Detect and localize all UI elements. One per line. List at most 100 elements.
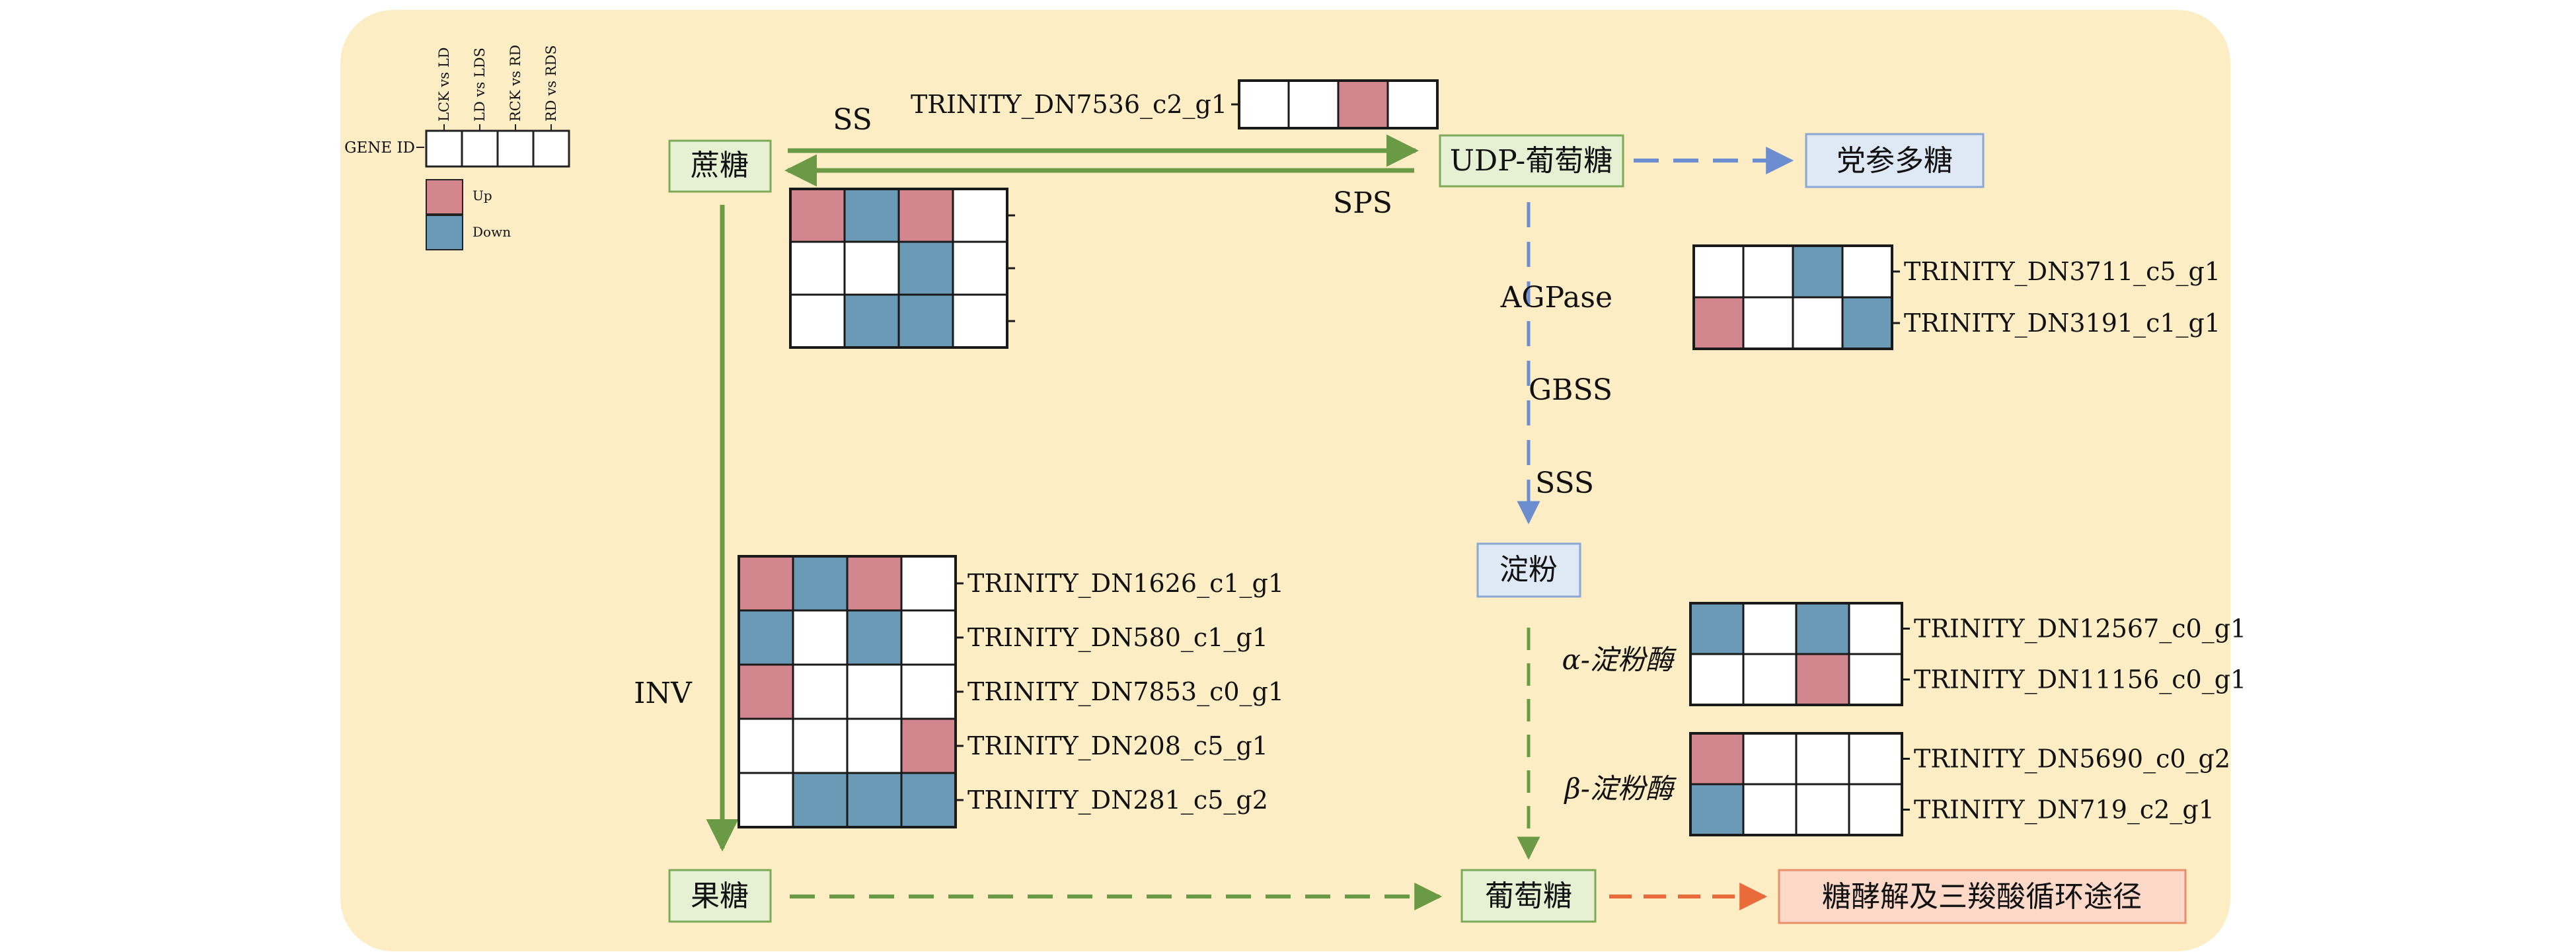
gene-id-label: TRINITY_DN208_c5_g1 bbox=[967, 731, 1268, 761]
enzyme-gbss: GBSS bbox=[1529, 373, 1612, 407]
heatmap-cell-down bbox=[1689, 602, 1745, 655]
heatmap-cell-down bbox=[897, 240, 954, 296]
heatmap-cell-none bbox=[1742, 653, 1798, 706]
heatmap-cell-down bbox=[1689, 783, 1745, 836]
legend-down-label: Down bbox=[473, 224, 511, 240]
heatmap-border bbox=[1689, 732, 1903, 836]
heatmap-cell-none bbox=[738, 772, 794, 828]
heatmap-cell-none bbox=[952, 240, 1008, 296]
gene-id-label: TRINITY_DN719_c2_g1 bbox=[1914, 795, 2215, 825]
gene-id-label: TRINITY_DN3711_c5_g1 bbox=[1904, 257, 2220, 287]
legend-column-labels: LCK vs LD LD vs LDS RCK vs RD RD vs RDS bbox=[436, 45, 559, 131]
gene-id-label: TRINITY_DN12567_c0_g1 bbox=[1914, 614, 2246, 644]
heatmap-cell-none bbox=[1287, 79, 1340, 129]
heatmap-cell-down bbox=[1792, 244, 1844, 299]
heatmap-cell-down bbox=[846, 772, 903, 828]
heatmap-alpha-amylase: TRINITY_DN12567_c0_g1TRINITY_DN11156_c0_… bbox=[1689, 602, 2246, 706]
heatmap-cell-none bbox=[792, 609, 849, 666]
heatmap-cell-down bbox=[843, 293, 900, 349]
heatmap-cell-none bbox=[1742, 296, 1794, 350]
heatmap-cell-down bbox=[1795, 602, 1850, 655]
heatmap-border bbox=[1689, 602, 1903, 706]
gene-id-label: TRINITY_DN11156_c0_g1 bbox=[1914, 665, 2246, 695]
legend-column-label: RD vs RDS bbox=[543, 45, 559, 122]
enzyme-beta-amylase: β-淀粉酶 bbox=[1564, 772, 1677, 805]
node-codonopsis-polysaccharide: 党参多糖 bbox=[1805, 133, 1985, 188]
gene-id-label: TRINITY_DN7853_c0_g1 bbox=[967, 677, 1284, 707]
node-sucrose: 蔗糖 bbox=[668, 139, 772, 193]
legend-up-label: Up bbox=[473, 188, 492, 203]
node-codonopsis-polysaccharide-label: 党参多糖 bbox=[1837, 144, 1953, 178]
node-udp-glucose: UDP-葡萄糖 bbox=[1439, 134, 1624, 188]
heatmap-cell-up bbox=[1337, 79, 1389, 129]
heatmap-border bbox=[789, 188, 1008, 349]
heatmap-cell-up bbox=[846, 555, 903, 612]
legend-column-label: LD vs LDS bbox=[472, 48, 488, 122]
heatmap-cell-none bbox=[1742, 732, 1798, 786]
heatmap-cell-up bbox=[1692, 296, 1745, 350]
gene-id-label: TRINITY_DN1626_c1_g1 bbox=[967, 569, 1284, 599]
heatmap-ss: TRINITY_DN7536_c2_g1 bbox=[911, 79, 1439, 129]
node-glycolysis-tca: 糖酵解及三羧酸循环途径 bbox=[1778, 869, 2187, 924]
enzyme-sss: SSS bbox=[1535, 466, 1594, 500]
heatmap-cell-none bbox=[1848, 783, 1903, 836]
heatmap-cell-down bbox=[792, 772, 849, 828]
heatmap-cell-none bbox=[1841, 244, 1893, 299]
legend-cell bbox=[425, 129, 463, 168]
heatmap-border bbox=[1692, 244, 1893, 350]
heatmap-cell-up bbox=[900, 717, 957, 774]
enzyme-sps: SPS bbox=[1333, 186, 1392, 220]
heatmap-cell-up bbox=[1689, 732, 1745, 786]
heatmap-cell-none bbox=[900, 609, 957, 666]
heatmap-cell-none bbox=[846, 717, 903, 774]
heatmap-inv: TRINITY_DN1626_c1_g1TRINITY_DN580_c1_g1T… bbox=[738, 555, 1284, 828]
node-glucose-label: 葡萄糖 bbox=[1485, 879, 1572, 913]
heatmap-cell-none bbox=[1795, 783, 1850, 836]
legend-gene-id-label: GENE ID bbox=[344, 139, 415, 157]
heatmap-cell-none bbox=[952, 188, 1008, 243]
gene-id-label: TRINITY_DN281_c5_g2 bbox=[967, 786, 1268, 815]
node-fructose-label: 果糖 bbox=[691, 879, 749, 913]
heatmap-cell-none bbox=[1742, 244, 1794, 299]
heatmap-cell-none bbox=[900, 663, 957, 720]
heatmap-cell-down bbox=[843, 188, 900, 243]
heatmap-cell-none bbox=[1848, 653, 1903, 706]
legend-row bbox=[425, 129, 570, 168]
enzyme-agpase: AGPase bbox=[1500, 281, 1612, 314]
gene-id-label: TRINITY_DN5690_c0_g2 bbox=[1914, 745, 2230, 774]
legend-cell bbox=[496, 129, 535, 168]
heatmap-cell-none bbox=[1792, 296, 1844, 350]
heatmap-cell-down bbox=[792, 555, 849, 612]
heatmap-cell-down bbox=[738, 609, 794, 666]
legend-column-label: RCK vs RD bbox=[508, 45, 523, 122]
node-glycolysis-tca-label: 糖酵解及三羧酸循环途径 bbox=[1822, 880, 2142, 914]
node-glucose: 葡萄糖 bbox=[1460, 869, 1597, 923]
heatmap-border bbox=[738, 555, 957, 828]
node-udp-glucose-label: UDP-葡萄糖 bbox=[1450, 144, 1612, 178]
enzyme-ss: SS bbox=[833, 103, 872, 137]
heatmap-cell-none bbox=[1742, 783, 1798, 836]
gene-id-label: TRINITY_DN3191_c1_g1 bbox=[1904, 309, 2220, 338]
heatmap-cell-none bbox=[1692, 244, 1745, 299]
legend-down-swatch bbox=[426, 215, 463, 250]
heatmap-cell-none bbox=[1848, 732, 1903, 786]
heatmap-cell-none bbox=[792, 663, 849, 720]
heatmap-cell-none bbox=[846, 663, 903, 720]
gene-id-label: TRINITY_DN580_c1_g1 bbox=[967, 623, 1268, 653]
arrows bbox=[706, 134, 1794, 910]
heatmap-cell-none bbox=[792, 717, 849, 774]
heatmap-cell-up bbox=[738, 663, 794, 720]
heatmap-cell-down bbox=[846, 609, 903, 666]
node-sucrose-label: 蔗糖 bbox=[691, 149, 749, 182]
node-starch: 淀粉 bbox=[1476, 542, 1581, 598]
enzyme-alpha-amylase: α-淀粉酶 bbox=[1562, 643, 1677, 676]
legend-column-label: LCK vs LD bbox=[436, 48, 452, 122]
heatmap-cell-none bbox=[738, 717, 794, 774]
heatmap-cell-none bbox=[1742, 602, 1798, 655]
legend: GENE ID LCK vs LD LD vs LDS RCK vs RD RD vs… bbox=[344, 45, 570, 250]
heatmap-cell-up bbox=[897, 188, 954, 243]
gene-id-label: TRINITY_DN7536_c2_g1 bbox=[911, 90, 1227, 120]
